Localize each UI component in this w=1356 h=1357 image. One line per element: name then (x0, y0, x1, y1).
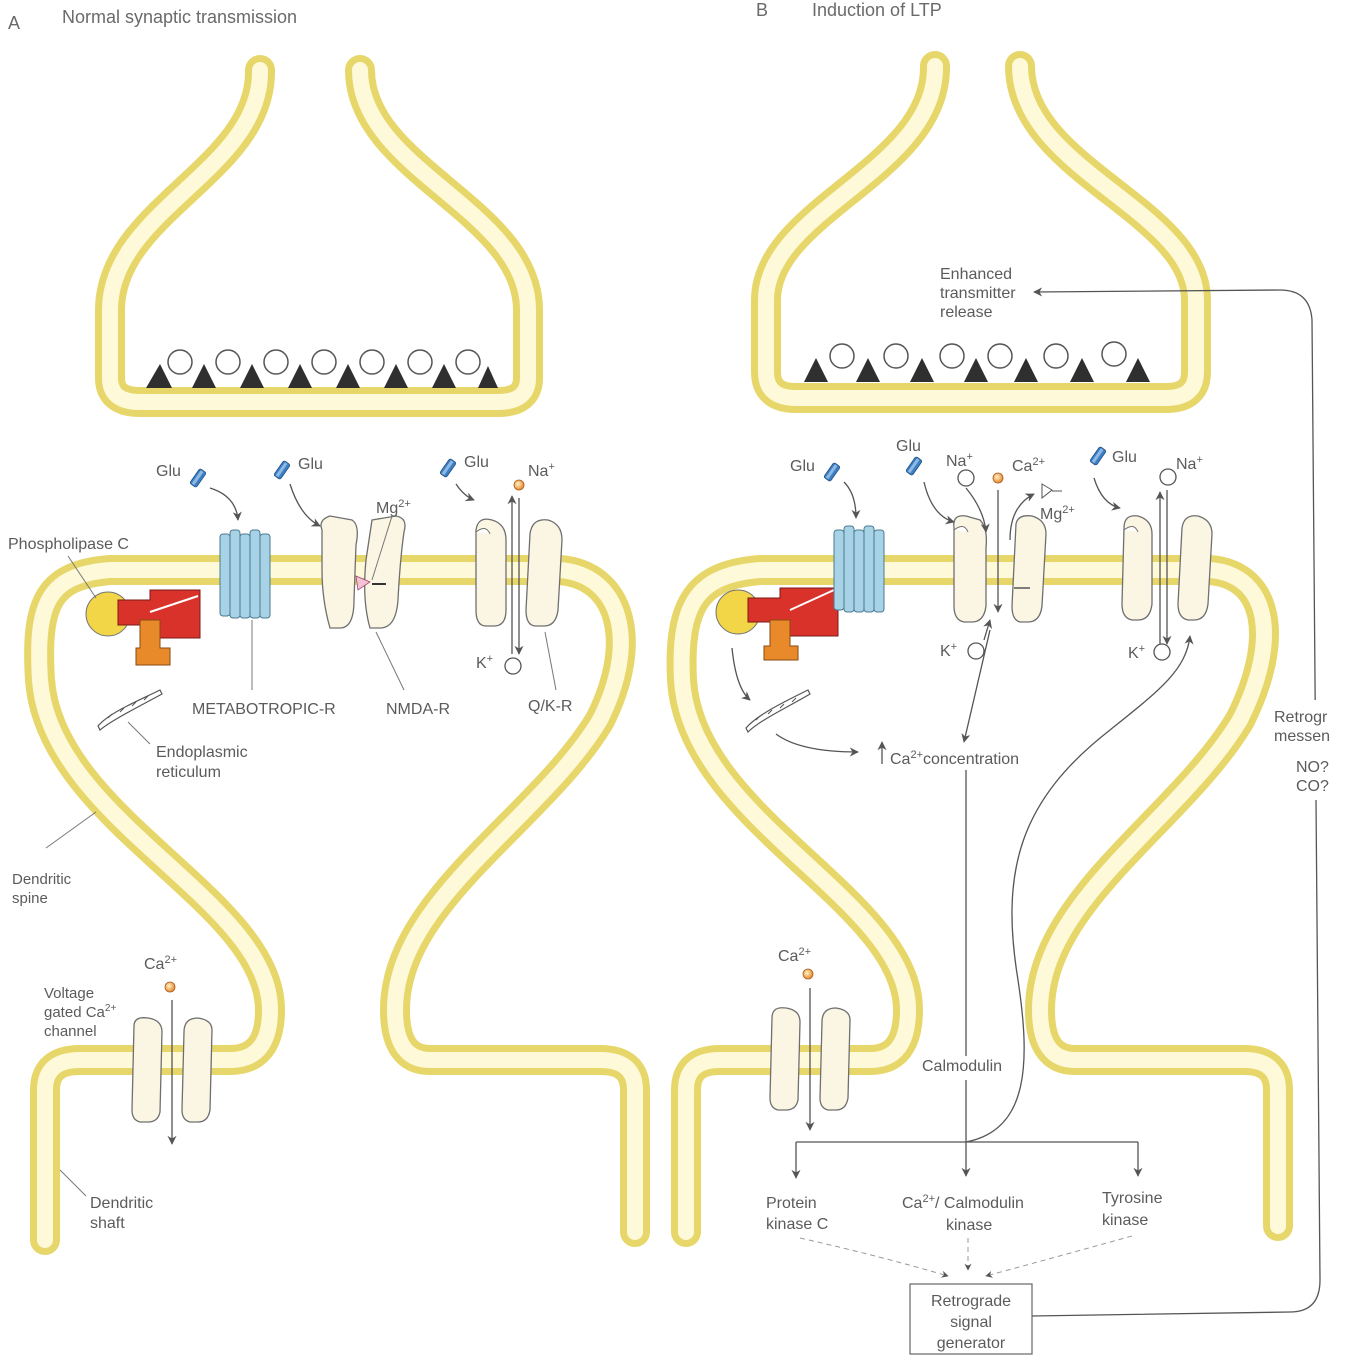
dendritic-shaft-label-line2: shaft (90, 1215, 125, 1232)
sodium-ion-icon (1160, 469, 1176, 485)
k-label-b2: K+ (1128, 643, 1145, 662)
rsg-label-line2: signal (950, 1314, 992, 1331)
dendritic-spine-label-line1: Dendritic (12, 871, 72, 888)
tk-label-line2: kinase (1102, 1212, 1148, 1229)
glutamate-icon (1090, 446, 1107, 465)
retro-label-line1: Retrogr (1274, 709, 1328, 726)
phospholipase-c-complex-a (86, 590, 200, 665)
calmodulin-label: Calmodulin (922, 1058, 1002, 1075)
metabotropic-r-label-a: METABOTROPIC-R (192, 701, 336, 718)
mg-label-b: Mg2+ (1040, 504, 1075, 523)
potassium-ion-icon (505, 658, 521, 674)
glu-label-b3: Glu (1112, 449, 1137, 466)
panel-a-letter: A (8, 13, 20, 33)
vg-label-line3: channel (44, 1023, 97, 1040)
panel-b-letter: B (756, 0, 768, 20)
etr-label-line1: Enhanced (940, 266, 1012, 283)
na-label-b2: Na+ (1176, 454, 1203, 473)
presynaptic-terminal-b (766, 66, 1196, 398)
camk-label-line2: kinase (946, 1217, 992, 1234)
glu-label-a1: Glu (156, 463, 181, 480)
synaptic-vesicles-a (146, 350, 498, 388)
glu-label-a2: Glu (298, 456, 323, 473)
calcium-ion-icon (165, 982, 175, 992)
vg-label-line1: Voltage (44, 985, 94, 1002)
phospholipase-c-complex-b (716, 588, 838, 660)
glutamate-icon (440, 458, 457, 477)
na-label-a: Na+ (528, 461, 555, 480)
potassium-ion-icon (1154, 644, 1170, 660)
camk-label-line1: Ca2+/ Calmodulin (902, 1193, 1024, 1212)
er-label-a-line2: reticulum (156, 764, 221, 781)
nmda-r-label-a: NMDA-R (386, 701, 450, 718)
calcium-ion-icon (803, 969, 813, 979)
etr-label-line3: release (940, 304, 993, 321)
sodium-ion-icon (514, 480, 524, 490)
glu-label-b1: Glu (790, 458, 815, 475)
mg-label-a: Mg2+ (376, 498, 411, 517)
pkc-label-line1: Protein (766, 1195, 817, 1212)
vg-label-line2: gated Ca2+ (44, 1003, 116, 1021)
ca-label-b2: Ca2+ (778, 946, 811, 965)
er-label-a-line1: Endoplasmic (156, 744, 248, 761)
na-label-b1: Na+ (946, 451, 973, 470)
calcium-ion-icon (993, 473, 1003, 483)
qk-r-label-a: Q/K-R (528, 698, 572, 715)
endoplasmic-reticulum-b (746, 690, 810, 732)
k-label-b1: K+ (940, 641, 957, 660)
glu-label-a3: Glu (464, 454, 489, 471)
etr-label-line2: transmitter (940, 285, 1016, 302)
retro-label-line2: messen (1274, 728, 1330, 745)
panel-a: A Normal synaptic transmission (8, 7, 635, 1240)
glu-label-b2: Glu (896, 438, 921, 455)
ca-label-b1: Ca2+ (1012, 456, 1045, 475)
phospholipase-c-label-a: Phospholipase C (8, 536, 129, 553)
dendritic-shaft-label-line1: Dendritic (90, 1195, 153, 1212)
glutamate-icon (274, 460, 291, 479)
panel-b-title: Induction of LTP (812, 0, 942, 20)
no-label: NO? (1296, 759, 1329, 776)
dendritic-spine-b (682, 570, 1278, 1232)
rsg-label-line3: generator (937, 1335, 1006, 1352)
sodium-ion-icon (958, 470, 974, 486)
tk-label-line1: Tyrosine (1102, 1190, 1163, 1207)
metabotropic-receptor-b (834, 526, 884, 612)
dendritic-spine-a (39, 570, 635, 1240)
glutamate-icon (906, 456, 923, 475)
panel-a-title: Normal synaptic transmission (62, 7, 297, 27)
ca-conc-label: Ca2+concentration (890, 749, 1019, 768)
ca-label-a: Ca2+ (144, 954, 177, 973)
pkc-label-line2: kinase C (766, 1216, 828, 1233)
dendritic-spine-label-line2: spine (12, 890, 48, 907)
panel-b: B Induction of LTP Enhanced (682, 0, 1356, 1354)
potassium-ion-icon (968, 643, 984, 659)
co-label: CO? (1296, 778, 1329, 795)
metabotropic-receptor-a (220, 530, 270, 618)
synaptic-vesicles-b (804, 342, 1150, 382)
presynaptic-terminal-a (110, 70, 528, 402)
k-label-a: K+ (476, 653, 493, 672)
glutamate-icon (824, 462, 841, 481)
rsg-label-line1: Retrograde (931, 1293, 1011, 1310)
glutamate-icon (190, 468, 207, 487)
